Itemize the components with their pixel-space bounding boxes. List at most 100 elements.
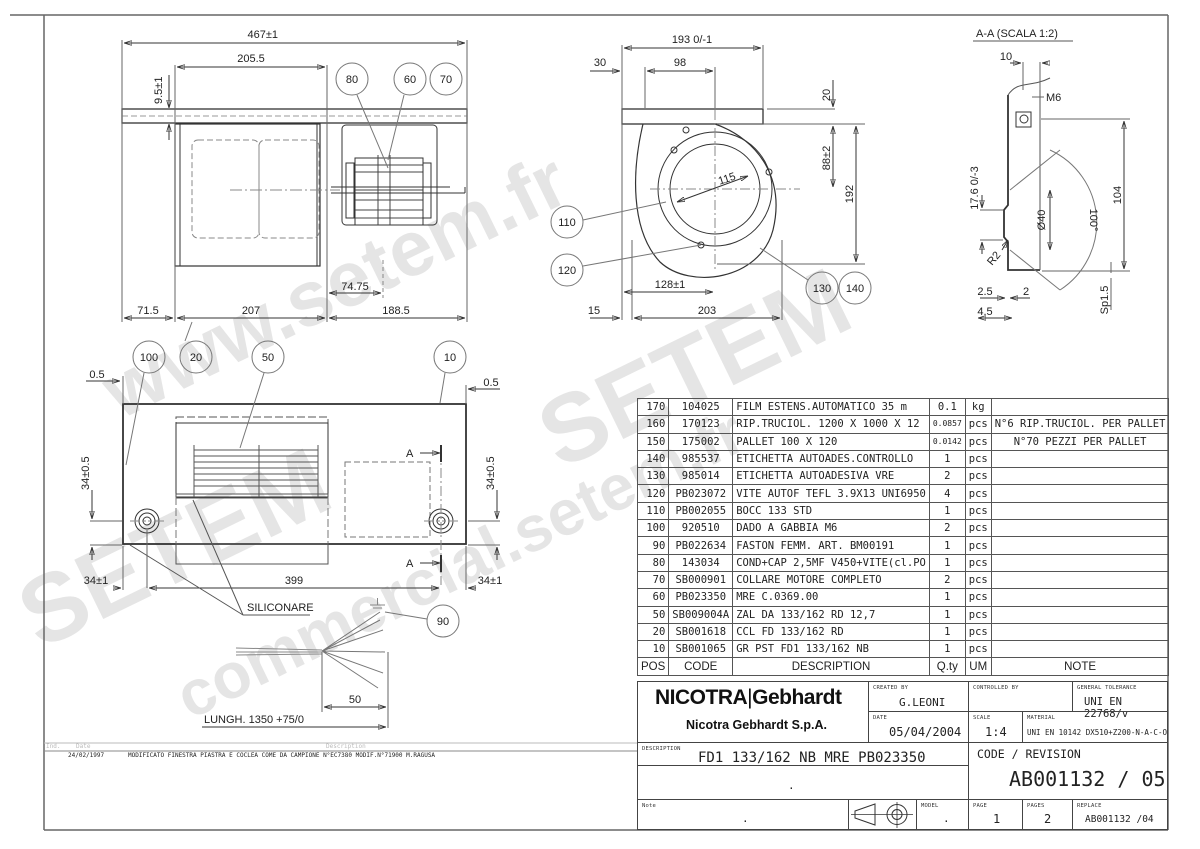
bom-cell-note: N°70 PEZZI PER PALLET [990, 432, 1170, 451]
bom-cell-code: 143034 [668, 553, 734, 572]
svg-text:88±2: 88±2 [821, 146, 833, 170]
bom-cell-note [990, 588, 1170, 607]
bom-cell-um: pcs [964, 501, 992, 521]
bom-cell-um: pcs [964, 588, 992, 607]
section-view [973, 40, 1130, 318]
side-view [550, 45, 872, 320]
balloon-90: 90 [437, 616, 449, 628]
plan-view [86, 321, 500, 728]
model-cell: MODEL . [916, 799, 969, 830]
balloon-140: 140 [846, 283, 864, 295]
general-tolerance-cell: GENERAL TOLERANCE UNI EN 22768/v [1072, 681, 1168, 720]
bom-cell-description: ETICHETTA AUTOADES.CONTROLLO [732, 449, 930, 469]
side-view-dimensions: 193 0/-1 30 98 20 88±2 192 115 128±1 15 … [558, 34, 864, 317]
bom-cell-pos: 50 [636, 605, 670, 624]
rev-date: 24/02/1997 [68, 752, 105, 759]
svg-text:74.75: 74.75 [341, 281, 369, 293]
bom-cell-note [990, 605, 1170, 624]
bom-cell-qty: 0.0142 [928, 432, 966, 451]
bom-cell-description: ZAL DA 133/162 RD 12,7 [732, 605, 930, 624]
svg-text:www.setem.fr: www.setem.fr [88, 135, 581, 436]
svg-text:4.5: 4.5 [977, 306, 992, 318]
pages-value: 2 [1044, 812, 1052, 826]
bom-cell-description: MRE C.0369.00 [732, 588, 930, 607]
bom-cell-qty: 4 [928, 484, 966, 503]
bom-cell-code: 175002 [668, 432, 734, 451]
bom-cell-qty: 1 [928, 588, 966, 607]
bom-cell-code: PB023350 [668, 588, 734, 607]
bom-cell-pos: 170 [636, 397, 670, 417]
bom-cell-pos: 160 [636, 415, 670, 434]
plan-view-dimensions: 0.5 0.5 34±0.5 34±0.5 34±1 399 34±1 50 L… [80, 352, 502, 726]
revision-history: Ind. Date Description 24/02/1997 MODIFIC… [46, 743, 636, 765]
bom-cell-note [990, 467, 1170, 486]
bom-cell-pos: 10 [636, 640, 670, 659]
bom-cell-note [990, 519, 1170, 538]
bom-cell-um: pcs [964, 622, 992, 642]
svg-text:Sp1.5: Sp1.5 [1099, 286, 1111, 315]
section-title: A-A (SCALA 1:2) [976, 28, 1058, 40]
bom-cell-note [990, 484, 1170, 503]
logo-cell: NICOTRA|Gebhardt Nicotra Gebhardt S.p.A. [637, 681, 869, 743]
svg-text:192: 192 [844, 185, 856, 203]
rev-header-date: Date [76, 743, 91, 750]
replace-cell: REPLACE AB001132 /04 [1072, 799, 1168, 830]
svg-text:15: 15 [588, 305, 600, 317]
svg-text:34±0.5: 34±0.5 [80, 456, 92, 490]
first-angle-projection-icon [851, 802, 913, 828]
bom-cell-qty: 1 [928, 536, 966, 555]
front-view [121, 40, 468, 322]
bom-cell-qty: 1 [928, 553, 966, 572]
bom-cell-description: FASTON FEMM. ART. BM00191 [732, 536, 930, 555]
material-value: UNI EN 10142 DX510+Z200-N-A-C-O [1027, 728, 1167, 737]
bom-cell-description: DADO A GABBIA M6 [732, 519, 930, 538]
bom-cell-description: PALLET 100 X 120 [732, 432, 930, 451]
bom-cell-qty: 2 [928, 467, 966, 486]
page-value: 1 [993, 812, 1001, 826]
svg-text:50: 50 [349, 694, 361, 706]
bom-cell-qty: 1 [928, 605, 966, 624]
bom-cell-um: pcs [964, 519, 992, 538]
svg-text:115: 115 [717, 171, 737, 188]
svg-text:128±1: 128±1 [655, 279, 686, 291]
material-cell: MATERIAL UNI EN 10142 DX510+Z200-N-A-C-O [1022, 711, 1168, 743]
bom-header-description: DESCRIPTION [732, 657, 930, 676]
svg-text:R2: R2 [985, 249, 1003, 267]
svg-text:34±1: 34±1 [478, 575, 502, 587]
svg-text:205.5: 205.5 [237, 53, 265, 65]
bom-cell-description: RIP.TRUCIOL. 1200 X 1000 X 12 [732, 415, 930, 434]
section-marker-a-bottom: A [406, 558, 414, 570]
bom-cell-description: ETICHETTA AUTOADESIVA VRE [732, 467, 930, 486]
balloon-120: 120 [558, 265, 576, 277]
bom-cell-description: GR PST FD1 133/162 NB [732, 640, 930, 659]
rev-header-description: Description [326, 743, 366, 750]
svg-text:0.5: 0.5 [483, 377, 498, 389]
svg-text:0.5: 0.5 [89, 369, 104, 381]
svg-text:LUNGH. 1350 +75/0: LUNGH. 1350 +75/0 [204, 714, 304, 726]
bom-cell-um: pcs [964, 640, 992, 659]
bom-cell-code: SB000901 [668, 570, 734, 590]
company-logo: NICOTRA|Gebhardt [655, 686, 842, 709]
bom-cell-pos: 20 [636, 622, 670, 642]
note-cell: Note . [637, 799, 849, 830]
rev-description: MODIFICATO FINESTRA PIASTRA E COCLEA COM… [128, 752, 436, 759]
drawing-code: AB001132 / 05 [1009, 767, 1166, 791]
bom-cell-pos: 90 [636, 536, 670, 555]
balloon-80: 80 [346, 74, 358, 86]
bom-cell-pos: 110 [636, 501, 670, 521]
company-name: Nicotra Gebhardt S.p.A. [686, 718, 827, 732]
bom-cell-um: pcs [964, 415, 992, 434]
svg-text:98: 98 [674, 57, 686, 69]
bom-cell-um: pcs [964, 553, 992, 572]
bom-cell-qty: 0.0857 [928, 415, 966, 434]
balloon-60: 60 [404, 74, 416, 86]
bom-cell-note [990, 570, 1170, 590]
bom-cell-code: SB009004A [668, 605, 734, 624]
